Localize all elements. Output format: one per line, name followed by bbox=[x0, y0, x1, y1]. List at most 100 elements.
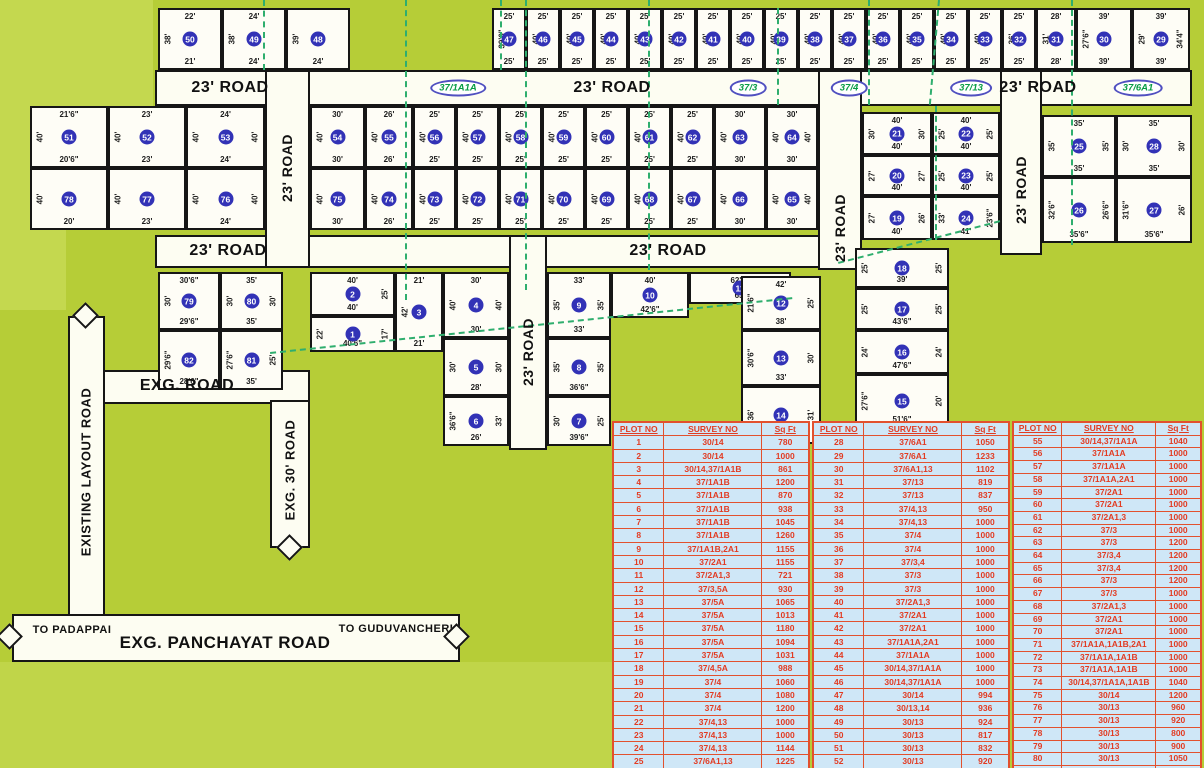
plot-dim-bottom: 35' bbox=[1148, 164, 1160, 173]
plot-no-cell: 18 bbox=[612, 661, 665, 676]
plot-number-badge: 53 bbox=[218, 129, 233, 145]
plot-no-cell: 52 bbox=[812, 754, 865, 768]
plot-dim-bottom: 24' bbox=[312, 57, 324, 66]
sqft-cell: 1094 bbox=[761, 634, 810, 650]
sqft-cell: 1000 bbox=[961, 674, 1010, 689]
plot-dim-left: 40' bbox=[771, 131, 781, 143]
sqft-cell: 780 bbox=[761, 435, 810, 450]
plot-dim-left: 30' bbox=[448, 361, 458, 373]
plot-dim-bottom: 25' bbox=[687, 217, 698, 226]
plot-dim-left: 30' bbox=[225, 295, 235, 307]
road-label: TO PADAPPAI bbox=[32, 624, 112, 636]
sqft-cell: 800 bbox=[1155, 726, 1202, 741]
plot-59: 25'25'40'59 bbox=[542, 106, 585, 168]
sqft-cell: 1000 bbox=[1155, 510, 1202, 525]
plot-66: 30'40'66 bbox=[714, 168, 766, 230]
plot-dim-right: 25' bbox=[380, 288, 390, 300]
plot-no-cell: 47 bbox=[812, 687, 865, 703]
plot-dim-bottom: 35'6" bbox=[1144, 230, 1164, 239]
plot-number-badge: 65 bbox=[784, 191, 800, 207]
plot-dim-left: 35' bbox=[552, 299, 562, 311]
plot-number-badge: 37 bbox=[841, 31, 857, 47]
survey-no-cell: 30/13 bbox=[863, 714, 963, 729]
sqft-cell: 1000 bbox=[1155, 599, 1202, 614]
plot-number-badge: 64 bbox=[784, 129, 800, 145]
plot-dim-left: 39' bbox=[291, 33, 301, 45]
plot-dim-right: 25' bbox=[985, 128, 995, 139]
plot-dim-top: 35' bbox=[1148, 119, 1160, 128]
plot-no-cell: 32 bbox=[812, 488, 865, 503]
plot-number-badge: 3 bbox=[411, 304, 427, 320]
plot-13: 33'30'6"30'13 bbox=[741, 330, 821, 386]
plot-number-badge: 76 bbox=[218, 191, 233, 207]
sqft-cell: 1000 bbox=[961, 528, 1010, 543]
survey-no-cell: 37/1A1B bbox=[663, 488, 763, 503]
survey-no-cell: 30/13 bbox=[1061, 726, 1157, 741]
plot-number-badge: 33 bbox=[977, 31, 993, 47]
plot-dim-left: 27'6" bbox=[860, 391, 870, 411]
plot-33: 25'25'40'33 bbox=[968, 8, 1002, 70]
plot-56: 25'25'40'56 bbox=[413, 106, 456, 168]
plot-dim-left: 38' bbox=[227, 33, 237, 45]
plot-dim-top: 28' bbox=[1050, 12, 1062, 21]
plot-dim-bottom: 36'6" bbox=[569, 383, 589, 392]
plot-dim-top: 25' bbox=[673, 12, 685, 21]
plot-dim-bottom: 25' bbox=[558, 155, 569, 164]
table-header: PLOT NO bbox=[812, 421, 865, 437]
road-band bbox=[265, 70, 310, 268]
plot-dim-left: 32'6" bbox=[1047, 200, 1057, 220]
plot-73: 25'40'73 bbox=[413, 168, 456, 230]
plot-69: 25'40'69 bbox=[585, 168, 628, 230]
survey-no-cell: 37/6A1 bbox=[863, 448, 963, 463]
survey-number-oval: 37/13 bbox=[950, 79, 992, 97]
plot-number-badge: 80 bbox=[244, 293, 259, 309]
plot-dim-bottom: 25' bbox=[515, 155, 526, 164]
plot-number-badge: 21 bbox=[889, 126, 905, 141]
plot-dim-bottom: 39' bbox=[1155, 57, 1167, 66]
plot-number-badge: 40 bbox=[739, 31, 755, 47]
survey-boundary-dashed-line bbox=[263, 0, 265, 70]
plot-9: 33'33'35'35'9 bbox=[547, 272, 611, 338]
plot-dim-top: 25' bbox=[741, 12, 753, 21]
plot-dim-bottom: 42'6" bbox=[640, 305, 660, 314]
plot-dim-left: 25' bbox=[860, 303, 870, 315]
plot-number-badge: 31 bbox=[1048, 31, 1064, 47]
sqft-cell: 819 bbox=[961, 475, 1010, 490]
plot-number-badge: 48 bbox=[310, 31, 326, 47]
plot-dim-left: 40' bbox=[113, 193, 123, 205]
plot-dim-top: 35' bbox=[1073, 119, 1085, 128]
plot-number-badge: 13 bbox=[773, 350, 789, 366]
plot-dim-top: 22' bbox=[184, 12, 196, 21]
plot-number-badge: 66 bbox=[732, 191, 748, 207]
plot-dim-bottom: 33' bbox=[573, 325, 585, 334]
plot-dim-top: 24' bbox=[220, 110, 231, 119]
plot-dim-bottom: 25' bbox=[707, 57, 719, 66]
road-label: EXISTING LAYOUT ROAD bbox=[78, 387, 94, 557]
survey-no-cell: 37/1A1B bbox=[663, 475, 763, 490]
plot-dim-bottom: 25' bbox=[775, 57, 787, 66]
survey-boundary-dashed-line bbox=[868, 0, 870, 105]
plot-dim-top: 25' bbox=[605, 12, 617, 21]
plot-57: 25'25'40'57 bbox=[456, 106, 499, 168]
survey-no-cell: 37/2A1,3 bbox=[863, 594, 963, 610]
survey-no-cell: 30/14,37/1A1A bbox=[863, 674, 963, 689]
plot-dim-bottom: 40' bbox=[960, 142, 972, 151]
plot-dim-right: 30' bbox=[1177, 140, 1187, 152]
plot-no-cell: 13 bbox=[612, 594, 665, 610]
background-patch bbox=[0, 0, 153, 118]
plot-dim-bottom: 30' bbox=[734, 217, 746, 226]
survey-no-cell: 30/14 bbox=[663, 435, 763, 450]
survey-no-cell: 37/3,5A bbox=[663, 581, 763, 596]
